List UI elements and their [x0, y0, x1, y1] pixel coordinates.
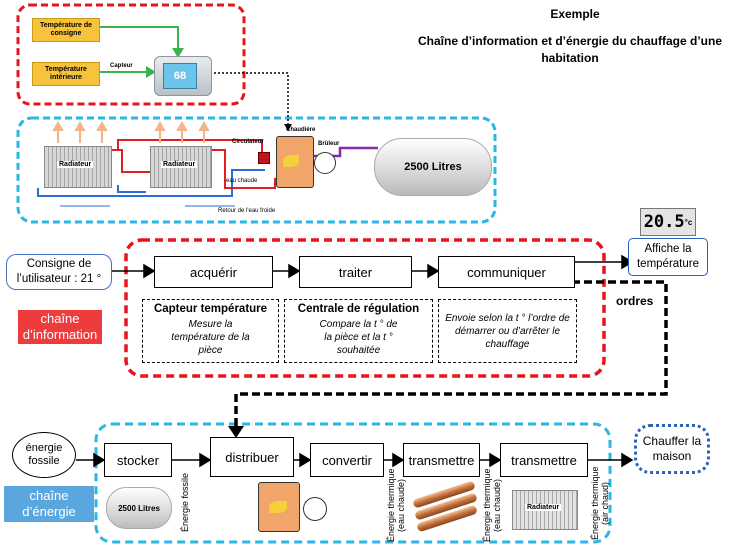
step-stocker: stocker — [104, 443, 172, 477]
info-input: Consigne de l’utilisateur : 21 ° — [6, 254, 112, 290]
circulateur-pump — [258, 152, 270, 164]
step-transmettre-2-label: transmettre — [511, 452, 577, 468]
flow-label-3: Énergie thermique (eau chaude) — [482, 468, 502, 542]
ordres-label: ordres — [616, 294, 654, 308]
step-communiquer: communiquer — [438, 256, 575, 288]
temperature-display-digits: 20.5 — [643, 212, 685, 232]
chaudiere-label: Chaudière — [286, 127, 316, 133]
energy-tank-image: 2500 Litres — [106, 487, 172, 529]
step-transmettre-2: transmettre — [500, 443, 588, 477]
energy-input: énergie fossile — [12, 432, 76, 478]
radiator-2-label: Radiateur — [161, 161, 198, 168]
boiler — [276, 136, 314, 188]
interieure-temperature-box: Température intérieure — [32, 62, 100, 86]
interieure-temperature-label: Température intérieure — [45, 66, 87, 81]
flow-label-4: Énergie thermique (air chaud) — [590, 466, 610, 540]
energy-boiler-image — [258, 482, 300, 532]
flow-label-2: Énergie thermique (eau chaude) — [386, 468, 406, 542]
circulateur-label: Circulateur — [232, 139, 264, 145]
step-convertir: convertir — [310, 443, 384, 477]
capteur-label: Capteur — [110, 63, 133, 69]
thermostat-screen: 68 — [163, 63, 197, 89]
info-input-label: Consigne de l’utilisateur : 21 ° — [16, 258, 102, 285]
boiler-flame-icon — [283, 155, 299, 167]
energy-chain-tag: chaîne d’énergie — [4, 486, 94, 522]
step-distribuer: distribuer — [210, 437, 294, 477]
fuel-tank-label: 2500 Litres — [404, 161, 462, 173]
retour-label: Retour de l'eau froide — [218, 208, 276, 214]
step-acquerir: acquérir — [154, 256, 273, 288]
energy-tank-label: 2500 Litres — [118, 503, 160, 513]
thermostat-reading: 68 — [173, 70, 187, 82]
step-stocker-label: stocker — [117, 452, 159, 468]
energy-radiator-label: Radiateur — [525, 504, 562, 511]
radiator-1-label: Radiateur — [57, 161, 94, 168]
energy-output-label: Chauffer la maison — [642, 434, 702, 463]
radiator-2: Radiateur — [150, 146, 212, 188]
step-convertir-label: convertir — [322, 452, 372, 468]
energy-chain-tag-label: chaîne d’énergie — [22, 488, 76, 519]
burner-icon — [314, 152, 336, 174]
eau-chaude-label: eau chaude — [226, 178, 258, 184]
energy-input-label: énergie fossile — [25, 442, 63, 467]
desc-traiter-text: Compare la t ° de la pièce et la t ° sou… — [319, 319, 398, 356]
energy-output: Chauffer la maison — [634, 424, 710, 474]
fuel-tank: 2500 Litres — [374, 138, 492, 196]
desc-traiter: Centrale de régulation Compare la t ° de… — [284, 299, 433, 363]
info-chain-tag-label: chaîne d’information — [22, 311, 98, 342]
energy-boiler-flame-icon — [269, 501, 287, 513]
step-distribuer-label: distribuer — [225, 449, 279, 465]
thermostat-device: 68 — [154, 56, 212, 96]
desc-communiquer-text: Envoie selon la t ° l’ordre de démarrer … — [445, 312, 570, 350]
copper-pipes-image — [412, 480, 478, 533]
desc-traiter-head: Centrale de régulation — [297, 303, 420, 315]
consigne-temperature-box: Température de consigne — [32, 18, 100, 42]
page-title: Chaîne d’information et d’énergie du cha… — [417, 34, 723, 65]
desc-acquerir-text: Mesure la température de la pièce — [171, 319, 250, 356]
step-communiquer-label: communiquer — [467, 264, 546, 280]
example-label: Exemple — [550, 7, 600, 21]
desc-acquerir-head: Capteur température — [153, 303, 268, 315]
temperature-display-unit: °c — [684, 217, 693, 227]
flow-label-1: Énergie fossile — [180, 472, 190, 532]
step-traiter: traiter — [299, 256, 412, 288]
energy-burner-icon — [303, 497, 327, 521]
energy-radiator-image: Radiateur — [512, 490, 578, 530]
step-transmettre-1-label: transmettre — [408, 452, 475, 468]
radiator-1: Radiateur — [44, 146, 112, 188]
consigne-temperature-label: Température de consigne — [40, 22, 92, 37]
desc-acquerir: Capteur température Mesure la températur… — [142, 299, 279, 363]
step-acquerir-label: acquérir — [190, 264, 237, 280]
info-chain-tag: chaîne d’information — [18, 310, 102, 344]
info-output: Affiche la température — [628, 238, 708, 276]
temperature-display: 20.5 °c — [640, 208, 696, 236]
step-traiter-label: traiter — [338, 264, 373, 280]
desc-communiquer: Envoie selon la t ° l’ordre de démarrer … — [438, 299, 577, 363]
step-transmettre-1: transmettre — [403, 443, 480, 477]
bruleur-label: Brûleur — [318, 141, 340, 147]
info-output-label: Affiche la température — [636, 243, 699, 270]
